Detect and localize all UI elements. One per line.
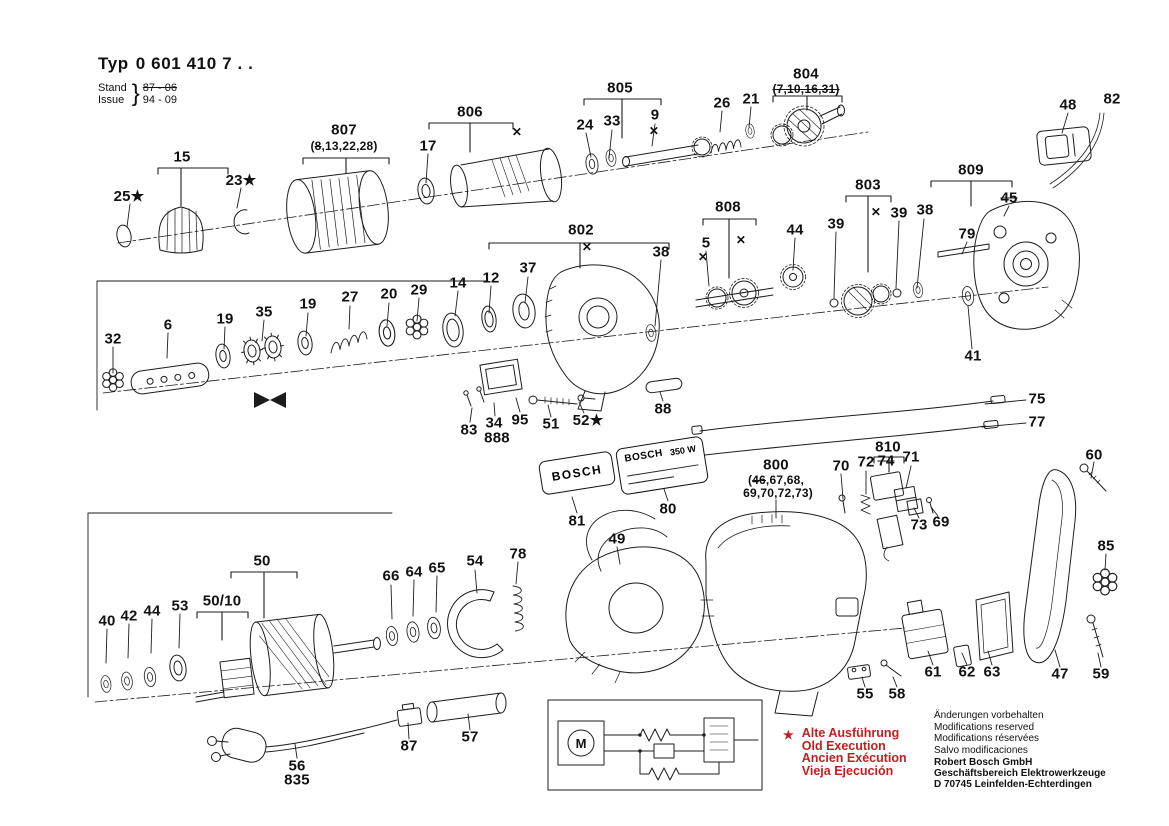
company-division: Geschäftsbereich Elektrowerkzeuge — [934, 768, 1106, 779]
cables — [679, 394, 1006, 461]
brace-glyph: } — [131, 80, 140, 107]
title-block: Typ 0 601 410 7 . . Stand Issue } 87 - 06… — [98, 54, 253, 108]
bosch-logo-text: BOSCH — [550, 462, 604, 484]
legend-line-en: Old Execution — [801, 738, 886, 753]
parts-middle-small — [254, 358, 596, 408]
issue-value: 94 - 09 — [142, 94, 178, 106]
reference-lines — [87, 280, 488, 698]
assembly-axis-lines — [94, 131, 1049, 703]
group-brackets — [157, 95, 1013, 641]
watt-rating: 350 W — [669, 443, 697, 458]
stand-label: Stand — [98, 82, 127, 94]
legend-line-fr: Ancien Exécution — [801, 751, 907, 765]
bosch-logo-text: BOSCH — [623, 447, 664, 465]
parts-row-motor — [99, 463, 1118, 763]
disclaimer-line-es: Salvo modificaciones — [934, 744, 1028, 756]
type-number: 0 601 410 7 . . — [135, 54, 254, 73]
old-execution-note: ★ Alte Ausführung Old Execution Ancien E… — [783, 727, 907, 777]
stand-value: 87 - 06 — [142, 82, 178, 94]
wiring-diagram: M — [547, 699, 763, 791]
leader-lines — [105, 106, 1107, 759]
issue-label: Issue — [98, 94, 125, 106]
disclaimer-line-de: Änderungen vorbehalten — [934, 710, 1044, 721]
legend-line-de: Alte Ausführung — [801, 726, 900, 740]
type-label: Typ — [98, 54, 129, 73]
disclaimer-line-en: Modifications reserved — [934, 721, 1035, 733]
company-address: Robert Bosch GmbH Geschäftsbereich Elekt… — [934, 757, 1106, 790]
parts-row-gearbox — [102, 200, 1080, 412]
disclaimer-line-fr: Modifications réservées — [934, 733, 1040, 744]
issue-block: Stand Issue } 87 - 06 94 - 09 — [98, 80, 253, 108]
parts-brush-gear — [838, 471, 934, 562]
modifications-note: Änderungen vorbehalten Modifications res… — [934, 710, 1044, 756]
company-city: D 70745 Leinfelden-Echterdingen — [934, 779, 1092, 790]
parts-row-spindle — [116, 104, 1105, 254]
sticker-divider — [628, 476, 674, 485]
type-line: Typ 0 601 410 7 . . — [98, 54, 253, 74]
company-name: Robert Bosch GmbH — [934, 757, 1033, 768]
sticker-divider — [627, 464, 699, 477]
motor-symbol: M — [576, 736, 587, 751]
legend-line-es: Vieja Ejecución — [801, 763, 894, 778]
star-icon: ★ — [783, 728, 794, 742]
